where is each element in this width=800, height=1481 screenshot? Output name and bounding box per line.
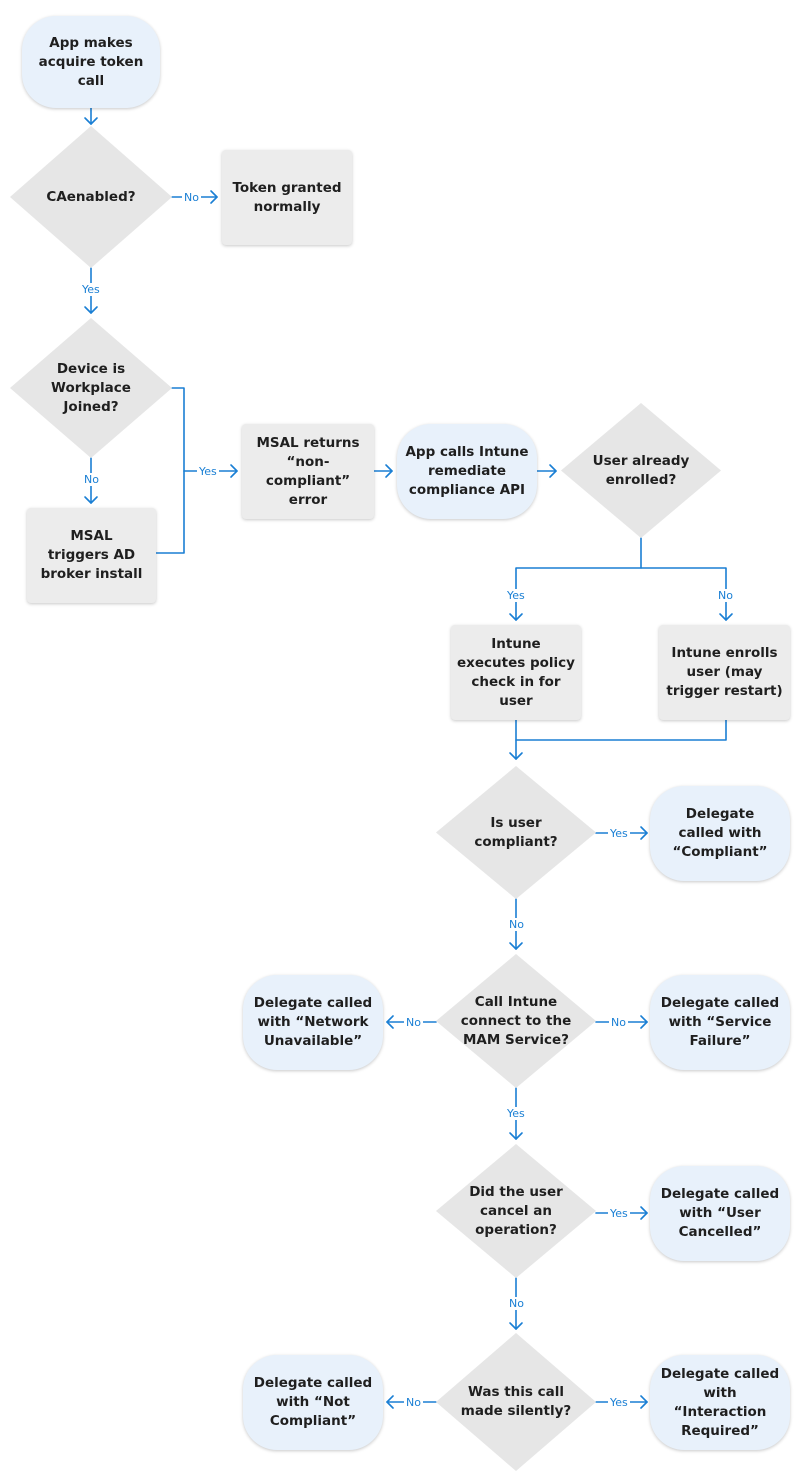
enrolls-node: Intune enrolls user (may trigger restart… [659, 625, 790, 720]
connector-enrolled-split [515, 537, 642, 621]
label-connect-left-no: No [404, 1016, 423, 1029]
cancel-text: Did the user cancel an operation? [469, 1183, 563, 1238]
delegate-service-node: Delegate called with “Service Failure” [650, 975, 790, 1070]
label-connect-yes: Yes [505, 1107, 527, 1120]
label-cancel-no: No [507, 1297, 526, 1310]
delegate-not-compliant-node: Delegate called with “Not Compliant” [243, 1355, 383, 1450]
ca-enabled-text: CA enabled? [10, 126, 172, 268]
delegate-cancelled-node: Delegate called with “User Cancelled” [650, 1166, 790, 1261]
app-calls-node: App calls Intune remediate compliance AP… [397, 424, 537, 519]
label-connect-right-no: No [609, 1016, 628, 1029]
delegate-network-node: Delegate called with “Network Unavailabl… [243, 975, 383, 1070]
label-silent-yes: Yes [608, 1396, 630, 1409]
label-ca-yes: Yes [80, 283, 102, 296]
delegate-interaction-node: Delegate called with “Interaction Requir… [650, 1355, 790, 1450]
ca-rest: enabled? [66, 188, 136, 205]
connect-text: Call Intune connect to the MAM Service? [460, 993, 572, 1048]
label-enrolled-yes: Yes [505, 589, 527, 602]
label-cancel-yes: Yes [608, 1207, 630, 1220]
label-compliant-no: No [507, 918, 526, 931]
token-granted-node: Token granted normally [222, 150, 352, 245]
label-enrolled-no: No [716, 589, 735, 602]
is-compliant-text: Is user compliant? [474, 814, 558, 850]
already-enrolled-text: User already enrolled? [592, 452, 690, 488]
msal-returns-node: MSAL returns “non-compliant” error [242, 424, 374, 519]
ca-bold: CA [46, 188, 67, 205]
silent-text: Was this call made silently? [460, 1384, 572, 1419]
policy-check-node: Intune executes policy check in for user [451, 625, 581, 720]
delegate-compliant-node: Delegate called with “Compliant” [650, 786, 790, 881]
msal-broker-node: MSAL triggers AD broker install [27, 508, 156, 603]
label-workplace-yes: Yes [197, 465, 219, 478]
workplace-text: Device is Workplace Joined? [51, 360, 131, 415]
label-compliant-yes: Yes [608, 827, 630, 840]
label-silent-no: No [404, 1396, 423, 1409]
label-workplace-no: No [82, 473, 101, 486]
start-node: App makes acquire token call [22, 16, 160, 108]
label-ca-no: No [182, 191, 201, 204]
